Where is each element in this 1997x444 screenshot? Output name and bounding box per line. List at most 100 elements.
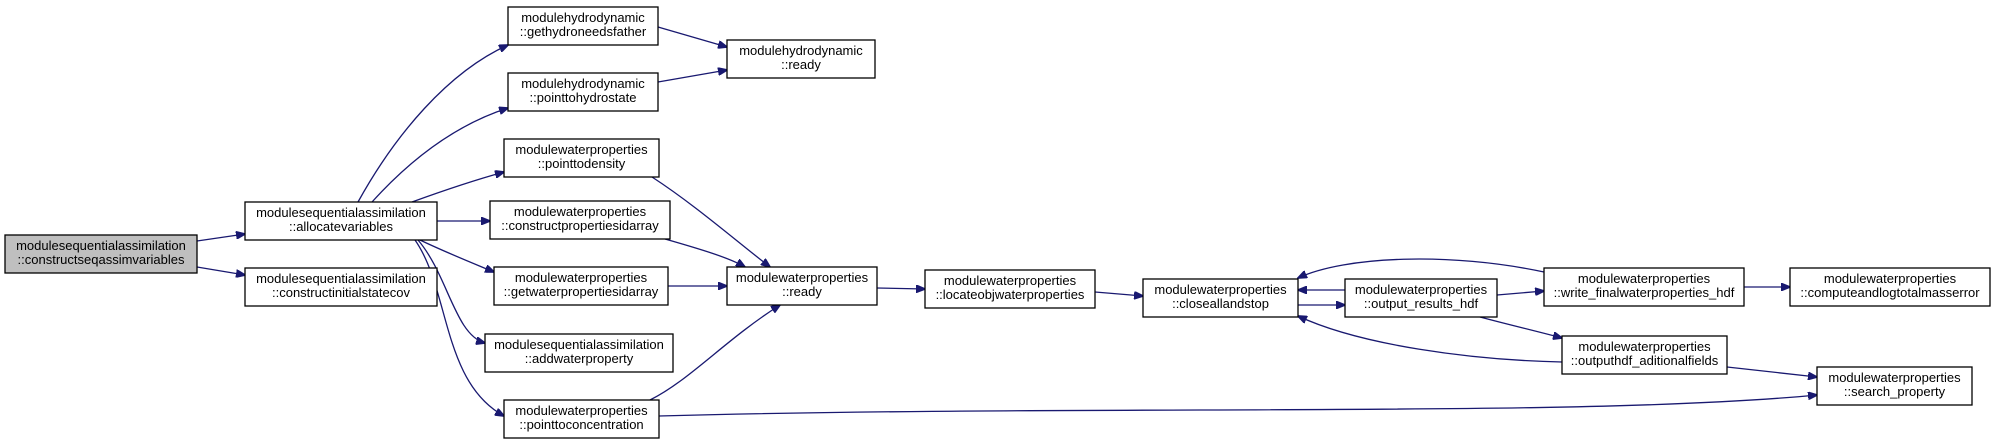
node-function-label: ::write_finalwaterproperties_hdf: [1554, 285, 1735, 300]
node-function-label: ::output_results_hdf: [1364, 296, 1479, 311]
node-module-label: modulewaterproperties: [515, 403, 648, 418]
edge-line: [1496, 291, 1544, 295]
node-function-label: ::constructinitialstatecov: [272, 285, 411, 300]
node-function-label: ::search_property: [1844, 384, 1946, 399]
node-module-label: modulewaterproperties: [1355, 282, 1488, 297]
edge-n16-n18: [1726, 366, 1817, 377]
node-n9[interactable]: modulesequentialassimilation::addwaterpr…: [484, 333, 674, 373]
node-module-label: modulewaterproperties: [515, 270, 648, 285]
node-function-label: ::gethydroneedsfather: [520, 24, 647, 39]
node-module-label: modulewaterproperties: [514, 204, 647, 219]
node-function-label: ::outputhdf_aditionalfields: [1571, 353, 1719, 368]
node-box: [244, 201, 438, 241]
edge-n7-n11: [664, 238, 745, 267]
node-n3[interactable]: modulehydrodynamic::gethydroneedsfather: [507, 6, 659, 46]
node-function-label: ::computeandlogtotalmasserror: [1800, 285, 1980, 300]
edge-n10-n18: [658, 395, 1817, 417]
edge-n11-n12: [876, 288, 925, 289]
node-module-label: modulesequentialassimilation: [16, 238, 186, 253]
node-function-label: ::addwaterproperty: [525, 351, 634, 366]
edge-line: [371, 108, 508, 203]
edge-n0-n1: [196, 234, 245, 242]
edge-line: [876, 288, 925, 289]
node-box: [244, 267, 438, 307]
node-box: [924, 269, 1096, 309]
edge-line: [664, 238, 745, 267]
edge-line: [419, 239, 494, 272]
edge-line: [1298, 258, 1545, 278]
node-function-label: ::closeallandstop: [1172, 296, 1269, 311]
node-module-label: modulewaterproperties: [736, 270, 869, 285]
node-module-label: modulesequentialassimilation: [256, 205, 426, 220]
node-n2[interactable]: modulesequentialassimilation::constructi…: [244, 267, 438, 307]
node-n1[interactable]: modulesequentialassimilation::allocateva…: [244, 201, 438, 241]
edge-n1-n3: [357, 45, 508, 203]
node-n5[interactable]: modulehydrodynamic::ready: [726, 39, 876, 79]
edge-line: [657, 26, 727, 47]
node-n8[interactable]: modulewaterproperties::getwaterpropertie…: [493, 266, 669, 306]
node-box: [1543, 267, 1745, 307]
edge-line: [196, 234, 245, 242]
edge-line: [357, 45, 508, 203]
node-box: [507, 6, 659, 46]
edge-n16-n13: [1298, 316, 1563, 363]
node-module-label: modulewaterproperties: [1154, 282, 1287, 297]
edge-line: [417, 239, 485, 343]
node-function-label: ::allocatevariables: [289, 219, 394, 234]
node-module-label: modulewaterproperties: [515, 142, 648, 157]
node-module-label: modulewaterproperties: [1828, 370, 1961, 385]
edge-n1-n8: [419, 239, 494, 272]
edge-line: [1298, 316, 1563, 363]
node-module-label: modulewaterproperties: [944, 273, 1077, 288]
node-n12[interactable]: modulewaterproperties::locateobjwaterpro…: [924, 269, 1096, 309]
node-n18[interactable]: modulewaterproperties::search_property: [1816, 366, 1973, 406]
node-module-label: modulewaterproperties: [1578, 271, 1711, 286]
node-box: [484, 333, 674, 373]
node-n6[interactable]: modulewaterproperties::pointtodensity: [503, 138, 660, 178]
edge-n14-n15: [1496, 291, 1544, 295]
node-n4[interactable]: modulehydrodynamic::pointtohydrostate: [507, 72, 659, 112]
edge-line: [1094, 292, 1143, 296]
edge-n10-n11: [649, 305, 780, 401]
edge-line: [1479, 316, 1562, 338]
node-function-label: ::getwaterpropertiesidarray: [504, 284, 659, 299]
node-box: [4, 234, 198, 274]
node-box: [1344, 278, 1498, 318]
node-module-label: modulesequentialassimilation: [256, 271, 426, 286]
edge-n3-n5: [657, 26, 727, 47]
node-module-label: modulehydrodynamic: [739, 43, 863, 58]
node-box: [1816, 366, 1973, 406]
edge-n15-n13: [1298, 258, 1545, 278]
node-n16[interactable]: modulewaterproperties::outputhdf_adition…: [1561, 335, 1728, 375]
node-module-label: modulesequentialassimilation: [494, 337, 664, 352]
node-module-label: modulewaterproperties: [1824, 271, 1957, 286]
node-n11[interactable]: modulewaterproperties::ready: [726, 266, 878, 306]
node-function-label: ::ready: [782, 284, 822, 299]
node-layer: modulesequentialassimilation::constructs…: [4, 6, 1991, 439]
node-box: [493, 266, 669, 306]
node-module-label: modulehydrodynamic: [521, 76, 645, 91]
node-box: [1789, 267, 1991, 307]
node-box: [726, 39, 876, 79]
node-module-label: modulewaterproperties: [1578, 339, 1711, 354]
node-n10[interactable]: modulewaterproperties::pointtoconcentrat…: [503, 399, 660, 439]
edge-line: [649, 305, 780, 401]
edge-line: [196, 266, 245, 275]
node-n15[interactable]: modulewaterproperties::write_finalwaterp…: [1543, 267, 1745, 307]
edge-n1-n10: [414, 239, 504, 416]
edge-n6-n11: [651, 176, 770, 267]
edge-n1-n4: [371, 108, 508, 203]
node-function-label: ::constructseqassimvariables: [18, 252, 185, 267]
node-function-label: ::pointtoconcentration: [519, 417, 643, 432]
node-n14[interactable]: modulewaterproperties::output_results_hd…: [1344, 278, 1498, 318]
node-n17[interactable]: modulewaterproperties::computeandlogtota…: [1789, 267, 1991, 307]
node-n7[interactable]: modulewaterproperties::constructproperti…: [489, 200, 671, 240]
edge-line: [657, 70, 727, 83]
node-box: [726, 266, 878, 306]
node-n0[interactable]: modulesequentialassimilation::constructs…: [4, 234, 198, 274]
node-n13[interactable]: modulewaterproperties::closeallandstop: [1142, 278, 1299, 318]
node-function-label: ::constructpropertiesidarray: [501, 218, 659, 233]
edge-line: [414, 239, 504, 416]
edge-line: [651, 176, 770, 267]
